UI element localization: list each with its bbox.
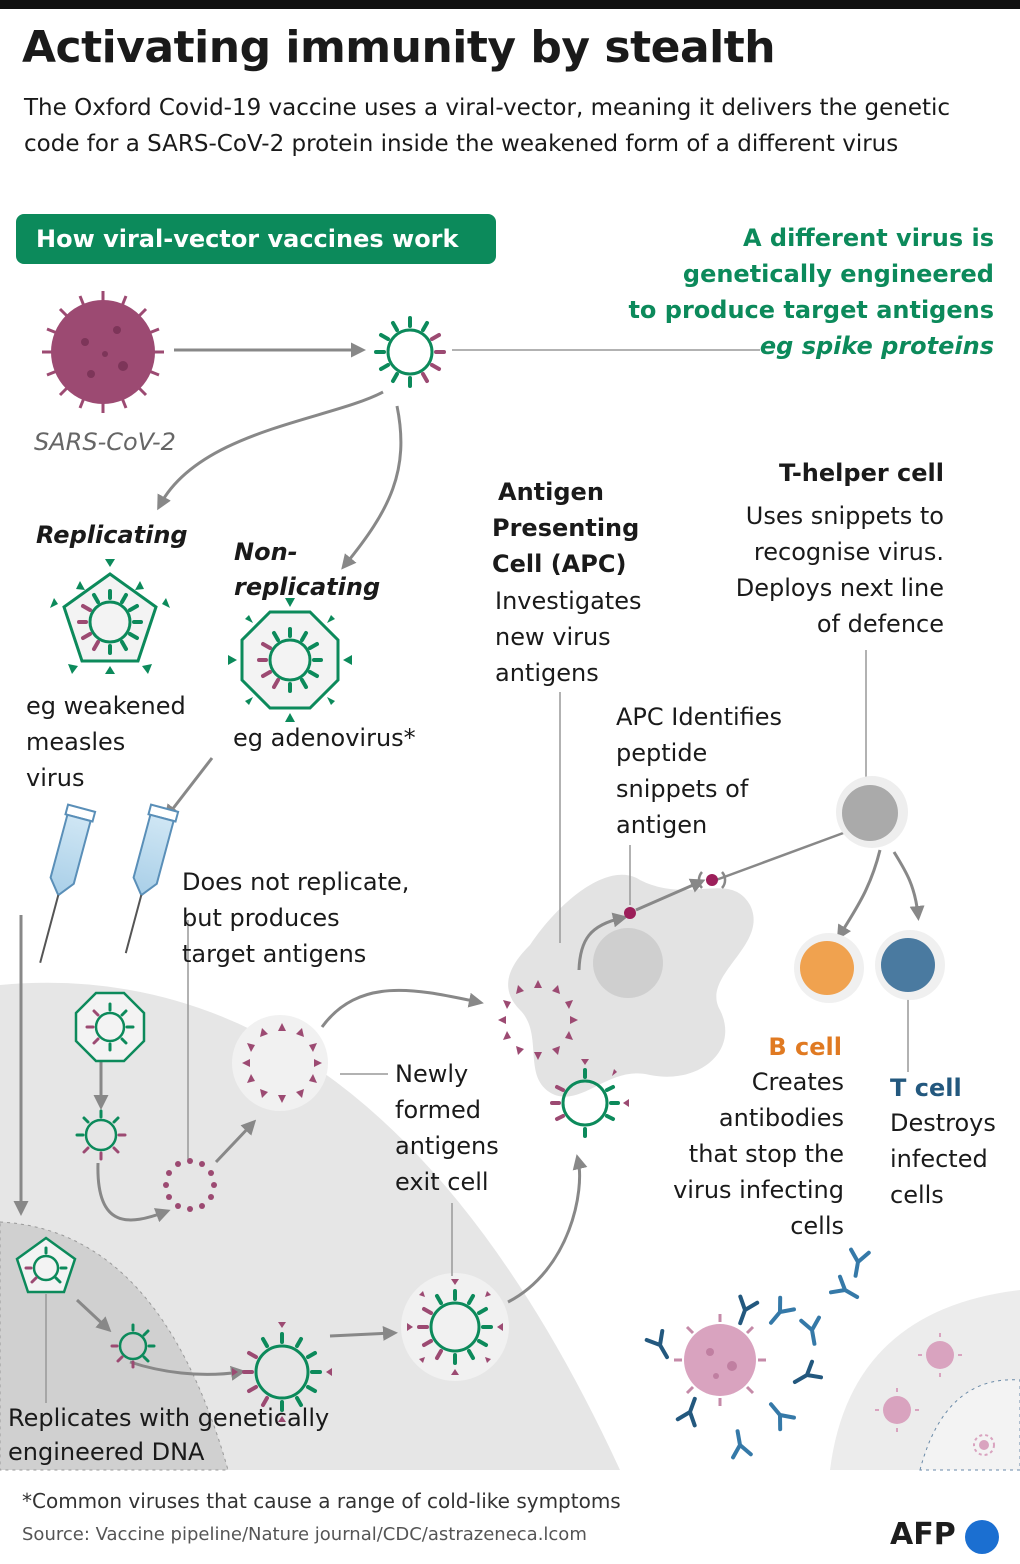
- sars-cov-2-label: SARS-CoV-2: [34, 428, 176, 456]
- adenovirus-icon: [228, 598, 352, 722]
- replicating-example-1: eg weakened: [26, 692, 186, 720]
- apc-desc-3: antigens: [495, 659, 599, 687]
- page-title: Activating immunity by stealth: [22, 22, 776, 73]
- sars-cov-2-icon: [42, 291, 164, 413]
- page-subtitle: The Oxford Covid-19 vaccine uses a viral…: [24, 95, 951, 157]
- afp-logo-circle: [965, 1520, 999, 1554]
- footnote: *Common viruses that cause a range of co…: [22, 1489, 621, 1513]
- b-cell-desc-2: antibodies: [718, 1104, 844, 1132]
- does-not-replicate-1: Does not replicate,: [182, 868, 410, 896]
- engineered-caption-3: to produce target antigens: [628, 296, 994, 324]
- syringe-icon-right: [124, 803, 180, 954]
- apc-desc-1: Investigates: [495, 587, 642, 615]
- virus-halo: [401, 1273, 509, 1381]
- source-line: Source: Vaccine pipeline/Nature journal/…: [22, 1524, 587, 1545]
- t-helper-desc-4: of defence: [816, 610, 944, 638]
- replicating-heading: Replicating: [36, 521, 188, 549]
- t-helper-desc-2: recognise virus.: [753, 538, 944, 566]
- replicating-example-3: virus: [26, 764, 85, 792]
- apc-heading-2: Presenting: [492, 514, 640, 542]
- small-virus-icon: [875, 1388, 919, 1432]
- replicating-virus-icon: [50, 559, 170, 674]
- b-cell-desc-1: Creates: [751, 1068, 844, 1096]
- neutralised-virus-icon: [674, 1314, 766, 1406]
- does-not-replicate-2: but produces: [182, 904, 340, 932]
- apc-identifies-2: peptide: [616, 739, 708, 767]
- antigens-exit-3: antigens: [395, 1132, 499, 1160]
- apc-identifies-4: antigen: [616, 811, 708, 839]
- b-cell-heading: B cell: [768, 1033, 842, 1061]
- antigen-ring-small: [163, 1158, 217, 1212]
- t-helper-desc-3: Deploys next line: [735, 574, 944, 602]
- antigens-exit-2: formed: [395, 1096, 481, 1124]
- antigen-ring-exiting: [242, 1023, 322, 1103]
- antigens-exit-1: Newly: [395, 1060, 469, 1088]
- engineered-caption-1: A different virus is: [742, 224, 994, 252]
- b-cell-desc-4: virus infecting: [673, 1176, 844, 1204]
- engineered-caption-2: genetically engineered: [682, 260, 994, 288]
- t-helper-nucleus: [842, 785, 898, 841]
- syringe-icon-left: [39, 803, 97, 964]
- antigens-exit-4: exit cell: [395, 1168, 489, 1196]
- b-cell-nucleus: [800, 941, 854, 995]
- replicates-caption-2: engineered DNA: [8, 1438, 205, 1466]
- non-replicating-example: eg adenovirus*: [233, 724, 416, 752]
- t-cell-desc-1: Destroys: [890, 1109, 996, 1137]
- top-bar: [0, 0, 1020, 9]
- t-cell-heading: T cell: [890, 1074, 962, 1102]
- apc-heading-3: Cell (APC): [492, 550, 627, 578]
- t-helper-heading: T-helper cell: [779, 459, 944, 487]
- t-helper-desc-1: Uses snippets to: [745, 502, 944, 530]
- replicates-caption-1: Replicates with genetically: [8, 1404, 330, 1432]
- section-label: How viral-vector vaccines work: [16, 214, 496, 264]
- engineered-vector-virus-icon: [374, 316, 446, 388]
- b-cell-desc-3: that stop the: [688, 1140, 844, 1168]
- apc-heading-1: Antigen: [498, 478, 604, 506]
- adenovirus-in-cell-icon: [74, 991, 146, 1063]
- small-virus-icon: [973, 1434, 995, 1456]
- exiting-virus-icon: [407, 1279, 503, 1375]
- uncoated-virus-icon: [75, 1109, 127, 1161]
- apc-desc-2: new virus: [495, 623, 611, 651]
- virus-entering-apc-icon: [550, 1059, 629, 1138]
- afp-logo: AFP: [890, 1517, 956, 1552]
- antigen-ring-free: [498, 980, 578, 1060]
- apc-identifies-3: snippets of: [616, 775, 749, 803]
- replicating-genome-icon: [110, 1323, 156, 1369]
- small-virus-icon: [918, 1333, 962, 1377]
- replicating-example-2: measles: [26, 728, 126, 756]
- t-cell-nucleus: [881, 938, 935, 992]
- apc-nucleus: [593, 928, 663, 998]
- assembled-virus-icon: [232, 1322, 332, 1422]
- antigen-halo: [232, 1015, 328, 1111]
- peptide-receptor: [697, 871, 727, 889]
- b-cell-desc-5: cells: [790, 1212, 844, 1240]
- non-replicating-heading-1: Non-: [234, 538, 298, 566]
- apc-identifies-1: APC Identifies: [616, 703, 783, 731]
- engineered-caption-4: eg spike proteins: [759, 332, 994, 360]
- does-not-replicate-3: target antigens: [182, 940, 367, 968]
- t-cell-desc-3: cells: [890, 1181, 944, 1209]
- non-replicating-heading-2: replicating: [234, 573, 381, 601]
- replicating-virus-in-nucleus-icon: [15, 1236, 77, 1294]
- antibodies: [644, 1247, 871, 1460]
- t-cell-desc-2: infected: [890, 1145, 988, 1173]
- peptide-snippet: [624, 907, 636, 919]
